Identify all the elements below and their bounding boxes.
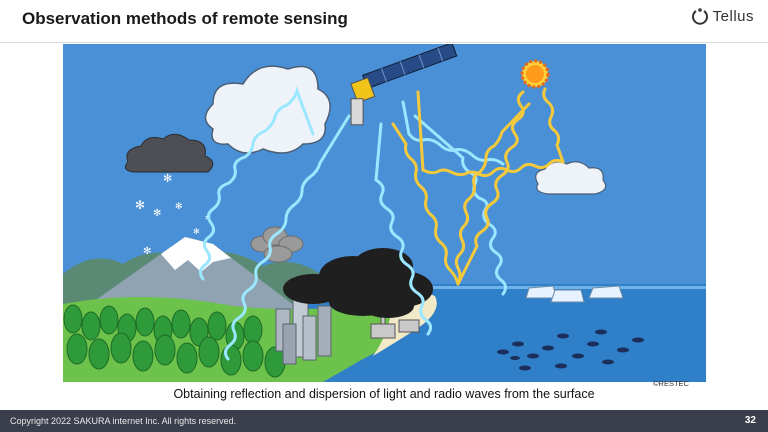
svg-text:✻: ✻: [193, 227, 200, 236]
small-cloud: [535, 161, 607, 195]
storm-cloud: [124, 133, 214, 173]
svg-text:✻: ✻: [143, 246, 151, 257]
slide-caption: Obtaining reflection and dispersion of l…: [173, 387, 595, 401]
footer-bar: Copyright 2022 SAKURA internet Inc. All …: [0, 410, 768, 432]
ice-floes: [525, 285, 624, 303]
tellus-logo-icon: [691, 8, 708, 25]
svg-text:✻: ✻: [153, 208, 161, 219]
sunlight-waves: [391, 87, 565, 286]
image-credit: ©RESTEC: [653, 379, 689, 388]
copyright-text: Copyright 2022 SAKURA internet Inc. All …: [10, 416, 237, 426]
fish-school: [497, 329, 644, 371]
forest: [63, 304, 286, 378]
smoke-plume: [283, 248, 433, 318]
snowy-mountain: [83, 237, 303, 312]
title-divider: [0, 42, 768, 43]
satellite-icon: [350, 44, 458, 126]
remote-sensing-illustration: ✻ ✻ ✻ ✻ ✻ ✻ ✻: [63, 44, 706, 382]
city-buildings: [275, 298, 332, 365]
factories: [370, 313, 420, 339]
page-number: 32: [744, 415, 756, 426]
cumulus-cloud: [204, 65, 331, 154]
svg-text:✻: ✻: [163, 172, 172, 185]
logo-text: Tellus: [712, 7, 754, 25]
sun-icon: [520, 59, 550, 89]
slide-title: Observation methods of remote sensing: [22, 9, 348, 28]
svg-text:✻: ✻: [135, 198, 145, 212]
svg-text:✻: ✻: [175, 202, 183, 212]
tellus-logo: Tellus: [691, 7, 754, 25]
